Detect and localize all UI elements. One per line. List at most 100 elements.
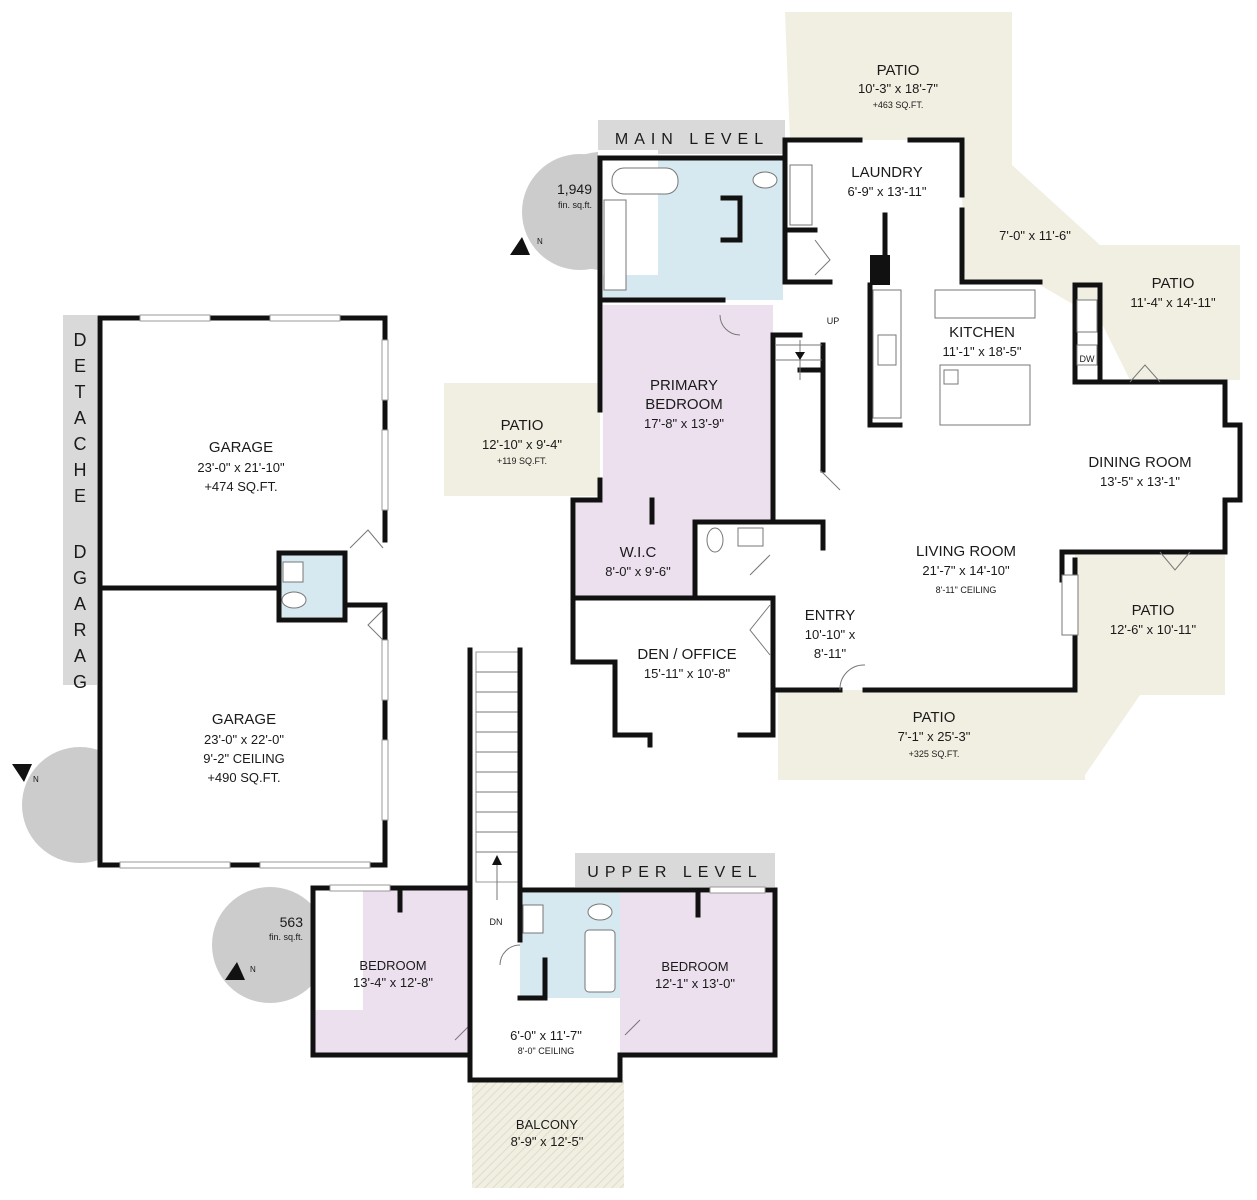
garage-walls: [97, 314, 389, 869]
patio-top: [785, 12, 1240, 380]
detached-garage-letter: H: [74, 460, 87, 480]
detached-garage-letter: A: [74, 408, 86, 428]
main-level-banner: MAIN LEVEL: [615, 131, 769, 148]
kitchen-island: [939, 364, 1031, 426]
cooktop-icon: [877, 334, 897, 366]
room-labels: PATIO 10'-3" x 18'-7" +463 SQ.FT. LAUNDR…: [197, 62, 1216, 1149]
detached-garage-letter: A: [74, 594, 86, 614]
garage-top-dim: 23'-0" x 21'-10": [197, 460, 285, 475]
upper-level-banner: UPPER LEVEL: [587, 864, 762, 881]
upper-hall-ceiling: 8'-0" CEILING: [518, 1046, 574, 1056]
dining-room-name: DINING ROOM: [1088, 454, 1191, 471]
patio-west: [444, 383, 600, 496]
upper-level-banner-bg: [575, 853, 775, 887]
patio-se-name: PATIO: [1132, 602, 1175, 619]
kitchen-counter-left: [872, 289, 902, 419]
patio-west-area: +119 SQ.FT.: [497, 456, 547, 466]
bedroom-left-dim: 13'-4" x 12'-8": [353, 975, 433, 990]
detached-garage-letter: C: [74, 434, 87, 454]
dining-room-dim: 13'-5" x 13'-1": [1100, 474, 1180, 489]
wic-name: W.I.C: [620, 544, 657, 561]
detached-garage-letter: G: [73, 672, 87, 692]
patio-west-dim: 12'-10" x 9'-4": [482, 437, 562, 452]
living-room-dim: 21'-7" x 14'-10": [922, 563, 1010, 578]
up-label: UP: [827, 316, 840, 326]
toilet-icon: [281, 591, 307, 609]
garage-bottom-dim: 23'-0" x 22'-0": [204, 732, 284, 747]
den-name: DEN / OFFICE: [637, 646, 736, 663]
dn-label: DN: [490, 917, 503, 927]
compass-icon: [510, 237, 530, 255]
garage-bottom-ceiling: 9'-2" CEILING: [203, 751, 285, 766]
patio-south-dim: 7'-1" x 25'-3": [898, 729, 971, 744]
sink-icon: [737, 527, 764, 547]
detached-garage-letter: T: [75, 382, 86, 402]
garage-bottom-name: GARAGE: [212, 711, 276, 728]
sink-icon: [522, 904, 544, 934]
primary-bedroom-name1: PRIMARY: [650, 377, 718, 394]
sink-icon: [282, 561, 304, 583]
stair-arrow-icon: [795, 352, 805, 360]
kitchen-name: KITCHEN: [949, 324, 1015, 341]
patio-areas: [444, 12, 1240, 1188]
sqft-badges: 1,949 fin. sq.ft. N 563 fin. sq.ft. N N: [12, 150, 658, 1010]
patio-se-dim: 12'-6" x 10'-11": [1110, 622, 1197, 637]
sink-icon: [1076, 299, 1098, 333]
fireplace-icon: [1061, 574, 1079, 636]
detached-garage-banner-bg: [63, 315, 97, 685]
primary-bedroom-dim: 17'-8" x 13'-9": [644, 416, 724, 431]
detached-garage-letter: R: [74, 620, 87, 640]
kitchen-counter: [934, 289, 1036, 319]
bathtub-icon: [611, 167, 679, 195]
patio-se: [778, 555, 1225, 780]
compass-label: N: [33, 775, 39, 784]
upper-hall-dim: 6'-0" x 11'-7": [510, 1028, 582, 1043]
kitchen-sink-icon: [943, 369, 959, 385]
patio-west-name: PATIO: [501, 417, 544, 434]
detached-garage-letter: E: [74, 486, 86, 506]
garage-top-name: GARAGE: [209, 439, 273, 456]
laundry-dim: 6'-9" x 13'-11": [848, 184, 927, 199]
kitchen-dim: 11'-1" x 18'-5": [943, 344, 1022, 359]
sqft-unit-upper: fin. sq.ft.: [269, 932, 303, 942]
vanity-icon: [603, 199, 627, 291]
main-level-banner-bg: [598, 120, 785, 154]
garage-bottom-area: +490 SQ.FT.: [207, 770, 280, 785]
patio-east-name: PATIO: [1152, 275, 1195, 292]
compass-icon: [225, 962, 245, 980]
den-dim: 15'-11" x 10'-8": [644, 666, 731, 681]
main-level-walls: [570, 137, 1243, 748]
living-room-name: LIVING ROOM: [916, 543, 1016, 560]
stairs-main: [776, 340, 822, 380]
bedroom-right-dim: 12'-1" x 13'-0": [655, 976, 735, 991]
balcony-area: [472, 1080, 624, 1188]
living-room-ceiling: 8'-11" CEILING: [936, 585, 997, 595]
toilet-icon: [706, 527, 724, 553]
banners: MAIN LEVEL UPPER LEVEL D E T A C H E D G…: [63, 120, 785, 887]
wic-dim: 8'-0" x 9'-6": [605, 564, 671, 579]
patio-south-area: +325 SQ.FT.: [909, 749, 960, 759]
toilet-icon: [587, 903, 613, 921]
sqft-unit-main: fin. sq.ft.: [558, 200, 592, 210]
dw-label: DW: [1080, 354, 1095, 364]
entry-name: ENTRY: [805, 607, 856, 624]
entry-dim2: 8'-11": [814, 646, 847, 661]
detached-garage-letter: A: [74, 646, 86, 666]
primary-bedroom-name2: BEDROOM: [645, 396, 723, 413]
entry-dim1: 10'-10" x: [805, 627, 856, 642]
patio-top-dim: 10'-3" x 18'-7": [858, 81, 938, 96]
wic-fill: [576, 502, 694, 598]
detached-garage-letter: E: [74, 356, 86, 376]
balcony-name: BALCONY: [516, 1117, 578, 1132]
compass-label: N: [250, 965, 256, 974]
compass-icon: [12, 764, 32, 782]
balcony-dim: 8'-9" x 12'-5": [511, 1134, 584, 1149]
doors: [349, 239, 1191, 1041]
detached-garage-letter: D: [74, 330, 87, 350]
detached-garage-letter: G: [73, 568, 87, 588]
toilet-icon: [752, 171, 778, 189]
refrigerator: [870, 255, 890, 285]
detached-garage-letter: D: [74, 542, 87, 562]
patio-top-name: PATIO: [877, 62, 920, 79]
